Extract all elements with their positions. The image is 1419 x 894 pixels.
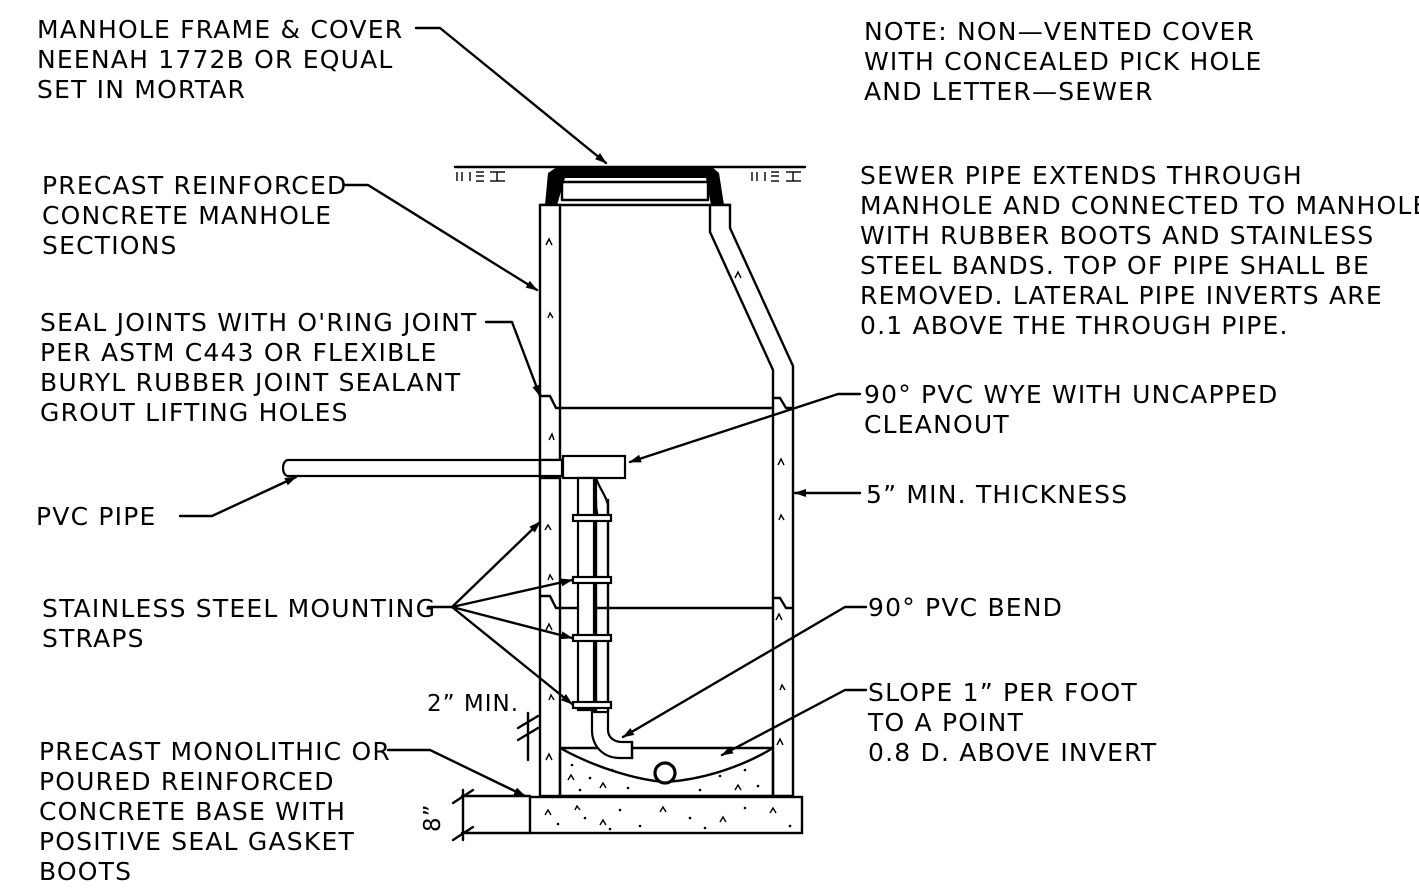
frame-and-cover	[538, 167, 732, 207]
label-pvc-pipe: PVC PIPE	[36, 502, 157, 531]
label-seal-joints: SEAL JOINTS WITH O'RING JOINT PER ASTM C…	[40, 308, 477, 427]
label-8in-dimension: 8”	[420, 803, 446, 832]
wall-aggregate	[544, 237, 786, 761]
svg-text:PRECAST REINFORCED: PRECAST REINFORCED	[42, 171, 347, 200]
svg-text:CONCRETE MANHOLE: CONCRETE MANHOLE	[42, 201, 332, 230]
svg-text:MANHOLE AND CONNECTED TO MANHO: MANHOLE AND CONNECTED TO MANHOLE	[860, 191, 1419, 220]
svg-text:STRAPS: STRAPS	[42, 624, 145, 653]
pvc-lateral-pipe	[281, 458, 564, 478]
label-2in-min: 2” MIN.	[427, 691, 519, 717]
svg-text:MANHOLE FRAME & COVER: MANHOLE FRAME & COVER	[37, 15, 403, 44]
label-bend: 90° PVC BEND	[868, 593, 1063, 622]
svg-text:SEWER PIPE EXTENDS THROUGH: SEWER PIPE EXTENDS THROUGH	[860, 161, 1303, 190]
bench-triangles	[567, 773, 742, 791]
base-aggregate	[544, 804, 777, 826]
label-precast-sections: PRECAST REINFORCED CONCRETE MANHOLE SECT…	[42, 171, 347, 260]
svg-text:0.8 D. ABOVE INVERT: 0.8 D. ABOVE INVERT	[868, 738, 1157, 767]
base-dots	[556, 806, 792, 831]
svg-text:0.1 ABOVE THE THROUGH PIPE.: 0.1 ABOVE THE THROUGH PIPE.	[860, 311, 1289, 340]
concrete-base	[528, 795, 804, 835]
svg-text:SLOPE 1” PER FOOT: SLOPE 1” PER FOOT	[868, 678, 1138, 707]
svg-text:BOOTS: BOOTS	[39, 857, 132, 886]
svg-text:AND LETTER—SEWER: AND LETTER—SEWER	[864, 77, 1154, 106]
svg-text:90° PVC WYE WITH UNCAPPED: 90° PVC WYE WITH UNCAPPED	[864, 380, 1278, 409]
right-wall	[708, 203, 795, 798]
left-wall	[538, 203, 562, 798]
through-pipe	[653, 761, 677, 785]
svg-text:WITH RUBBER BOOTS AND STAINLES: WITH RUBBER BOOTS AND STAINLESS	[860, 221, 1374, 250]
manhole-structure	[281, 165, 807, 835]
label-straps: STAINLESS STEEL MOUNTING STRAPS	[42, 594, 436, 653]
label-base: PRECAST MONOLITHIC OR POURED REINFORCED …	[39, 737, 391, 886]
svg-text:NOTE: NON—VENTED COVER: NOTE: NON—VENTED COVER	[864, 17, 1255, 46]
bench-aggregate	[570, 763, 760, 792]
svg-text:CONCRETE BASE WITH: CONCRETE BASE WITH	[39, 797, 346, 826]
svg-text:BURYL RUBBER JOINT SEALANT: BURYL RUBBER JOINT SEALANT	[40, 368, 461, 397]
svg-text:CLEANOUT: CLEANOUT	[864, 410, 1010, 439]
label-thickness: 5” MIN. THICKNESS	[866, 480, 1128, 509]
label-slope: SLOPE 1” PER FOOT TO A POINT 0.8 D. ABOV…	[867, 678, 1157, 767]
svg-text:SECTIONS: SECTIONS	[42, 231, 178, 260]
svg-text:PER ASTM C443 OR FLEXIBLE: PER ASTM C443 OR FLEXIBLE	[40, 338, 438, 367]
svg-text:POURED REINFORCED: POURED REINFORCED	[39, 767, 335, 796]
label-note: NOTE: NON—VENTED COVER WITH CONCEALED PI…	[864, 17, 1262, 106]
svg-text:SEAL JOINTS WITH O'RING JOINT: SEAL JOINTS WITH O'RING JOINT	[40, 308, 477, 337]
svg-text:TO A POINT: TO A POINT	[867, 708, 1024, 737]
label-sewer-pipe: SEWER PIPE EXTENDS THROUGH MANHOLE AND C…	[860, 161, 1419, 340]
svg-text:PRECAST MONOLITHIC OR: PRECAST MONOLITHIC OR	[39, 737, 391, 766]
leader-lines	[178, 26, 868, 842]
svg-text:NEENAH 1772B OR EQUAL: NEENAH 1772B OR EQUAL	[37, 45, 394, 74]
svg-text:WITH CONCEALED PICK HOLE: WITH CONCEALED PICK HOLE	[864, 47, 1262, 76]
svg-text:STAINLESS STEEL MOUNTING: STAINLESS STEEL MOUNTING	[42, 594, 436, 623]
svg-text:SET IN MORTAR: SET IN MORTAR	[37, 75, 246, 104]
svg-text:STEEL BANDS. TOP OF PIPE SHAL: STEEL BANDS. TOP OF PIPE SHALL BE	[860, 251, 1370, 280]
ground-hatch-left	[456, 171, 505, 182]
svg-text:REMOVED. LATERAL PIPE INVERTS: REMOVED. LATERAL PIPE INVERTS ARE	[860, 281, 1383, 310]
label-frame-cover: MANHOLE FRAME & COVER NEENAH 1772B OR EQ…	[37, 15, 403, 104]
label-wye: 90° PVC WYE WITH UNCAPPED CLEANOUT	[864, 380, 1278, 439]
svg-text:POSITIVE SEAL GASKET: POSITIVE SEAL GASKET	[39, 827, 355, 856]
svg-text:GROUT LIFTING HOLES: GROUT LIFTING HOLES	[40, 398, 349, 427]
ground-hatch-right	[751, 171, 801, 182]
